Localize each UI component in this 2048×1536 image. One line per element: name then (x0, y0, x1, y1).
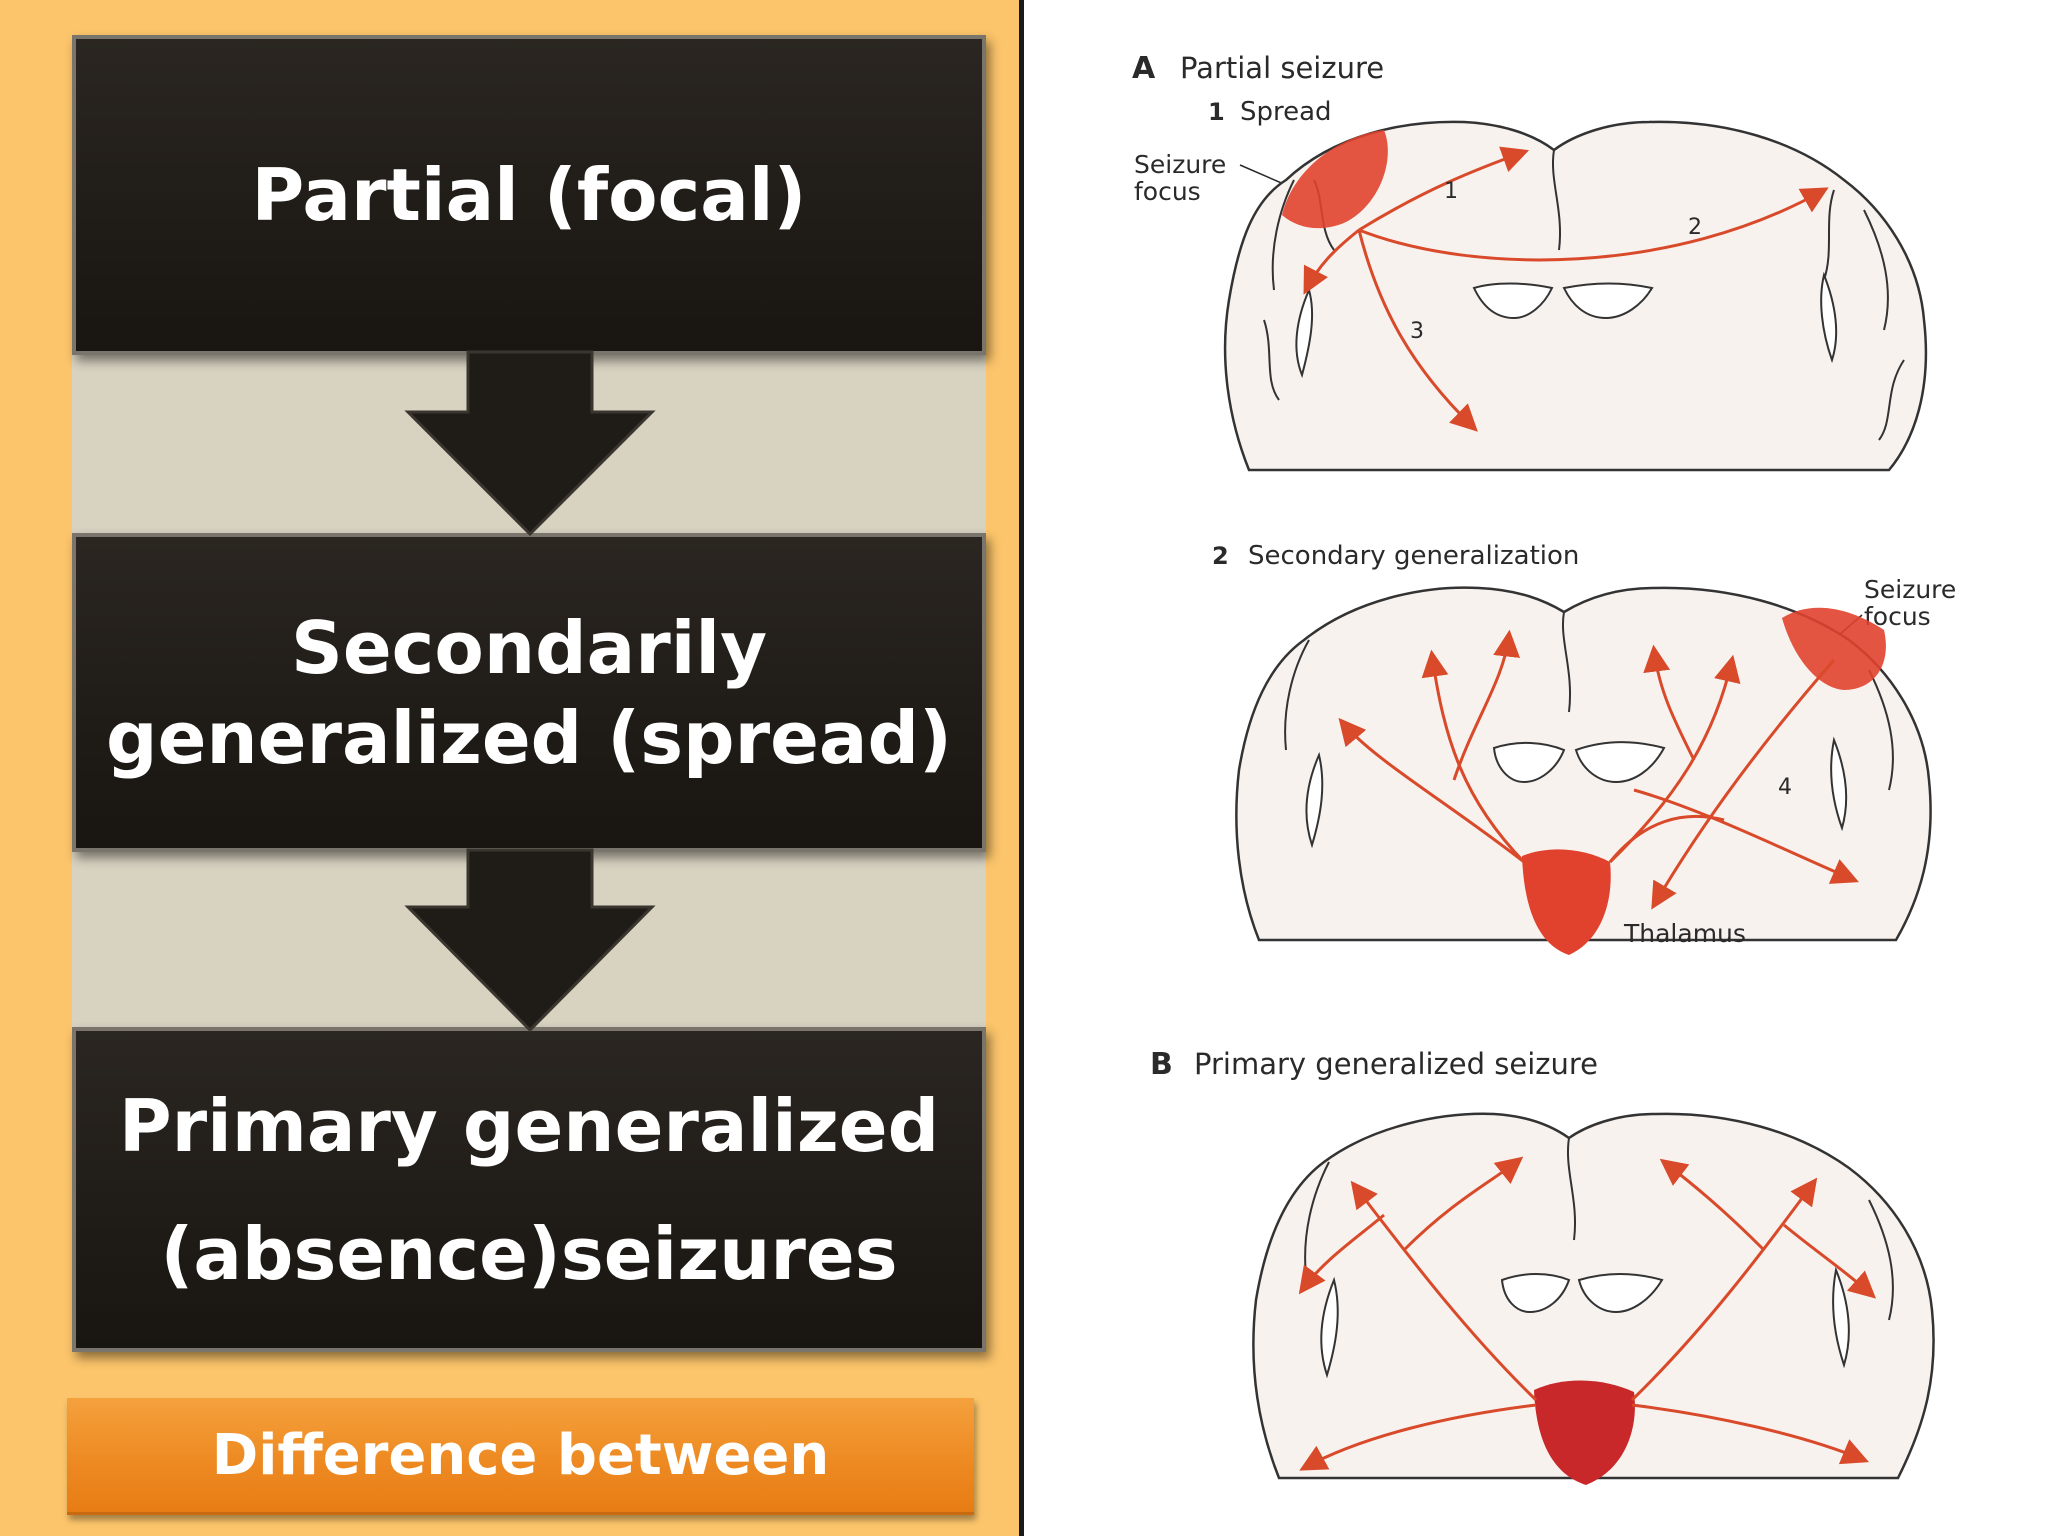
seizure-focus-label-a-line2: focus (1134, 177, 1201, 206)
thalamus-label: Thalamus (1623, 919, 1746, 948)
panel-b-title: Primary generalized seizure (1194, 1047, 1598, 1081)
down-arrow-1-icon (404, 350, 656, 537)
panel-a-title: Partial seizure (1180, 51, 1384, 85)
flow-arrows (404, 350, 656, 1033)
brain-section-b (1252, 1112, 1935, 1485)
sub1-number: 1 (1208, 98, 1225, 126)
partial-focal-box: Partial (focal) (72, 35, 986, 355)
difference-between-button[interactable]: Difference between (67, 1398, 974, 1515)
seizure-focus-a1 (1282, 130, 1388, 229)
partial-focal-label: Partial (focal) (251, 153, 807, 237)
secondarily-generalized-line1: Secondarily (290, 605, 767, 690)
sub1-title: Spread (1240, 97, 1332, 127)
primary-generalized-box: Primary generalized (absence)seizures (72, 1027, 986, 1352)
path-label-4: 4 (1778, 775, 1792, 800)
path-label-3: 3 (1410, 319, 1424, 344)
brain-section-a1: 1 2 3 (1223, 120, 1928, 472)
sub2-title: Secondary generalization (1248, 541, 1579, 571)
seizure-focus-a2 (1782, 607, 1886, 690)
seizure-focus-label-b-line1: Seizure (1864, 575, 1956, 604)
panel-a-letter: A (1132, 51, 1156, 86)
brain-figure-panel: A Partial seizure 1 Spread Seizure focus… (1024, 0, 2048, 1536)
thalamus-a2 (1522, 849, 1611, 955)
seizure-brain-diagram: A Partial seizure 1 Spread Seizure focus… (1132, 51, 1956, 1485)
thalamus-b (1534, 1380, 1635, 1485)
panel-b-letter: B (1150, 1047, 1173, 1082)
path-label-1: 1 (1444, 179, 1458, 204)
sub2-number: 2 (1212, 542, 1229, 570)
primary-generalized-line2: (absence)seizures (160, 1211, 898, 1296)
flowchart-panel: Partial (focal) Secondarily generalized … (0, 0, 1019, 1536)
primary-generalized-line1: Primary generalized (118, 1083, 940, 1168)
path-label-2: 2 (1688, 215, 1702, 240)
seizure-focus-label-a-line1: Seizure (1134, 150, 1226, 179)
down-arrow-2-icon (404, 848, 656, 1033)
secondarily-generalized-box: Secondarily generalized (spread) (72, 533, 986, 852)
panel-divider (1019, 0, 1024, 1536)
secondarily-generalized-line2: generalized (spread) (106, 695, 952, 780)
brain-section-a2: 4 Thalamus (1235, 586, 1932, 955)
